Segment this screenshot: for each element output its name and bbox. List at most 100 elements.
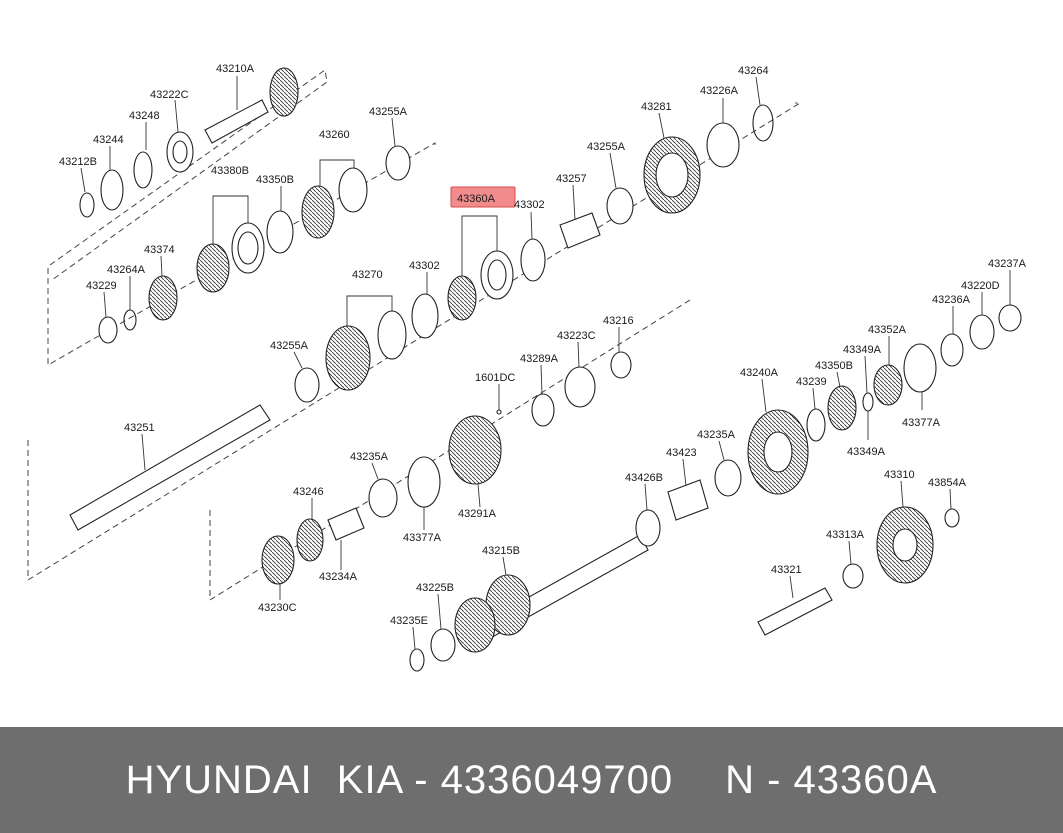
part-label: 43246 — [293, 486, 324, 498]
reference-number: N - 43360A — [725, 757, 938, 802]
pin-1601DC — [496, 409, 502, 415]
ring-43244 — [100, 169, 124, 211]
leader-43257 — [572, 184, 576, 221]
leader-43222C — [174, 99, 179, 133]
leader-43240A — [761, 378, 767, 413]
leader-lines — [80, 76, 1011, 650]
gear-43374 — [148, 275, 178, 321]
gear-43260-a — [301, 185, 335, 239]
counter-group — [261, 351, 632, 585]
gear-43291A — [448, 415, 502, 485]
bearing-43255A-top — [385, 145, 411, 181]
part-label: 43222C — [150, 89, 189, 101]
input-shaft-43210A — [204, 99, 269, 144]
leader-43302-b — [530, 211, 533, 240]
gear-43246 — [296, 518, 324, 562]
part-label: 43377A — [902, 417, 941, 429]
snap-ring-43264 — [752, 104, 774, 142]
part-label: 43239 — [796, 376, 827, 388]
gear-43281-hub — [655, 152, 689, 198]
counter-shaft-group — [409, 304, 1022, 672]
leader-43235A-low — [371, 462, 379, 480]
gear-43215B-b — [454, 597, 496, 653]
leader-43239 — [812, 387, 816, 410]
part-label: 43291A — [458, 508, 497, 520]
leader-43215B — [502, 556, 507, 576]
part-label: 43350B — [815, 360, 853, 372]
part-label: 43235A — [697, 429, 736, 441]
sleeve-43377A-right — [903, 343, 937, 393]
reverse-idler-group — [757, 506, 960, 636]
bearing-43220D — [969, 314, 995, 350]
part-label: 43223C — [557, 330, 596, 342]
bearing-43255A-main — [294, 367, 320, 403]
leader-43350B-right — [836, 371, 841, 388]
outline-lower — [209, 299, 691, 601]
ring-43854A — [944, 508, 960, 528]
gear-43270-b — [377, 310, 407, 360]
part-label: 43210A — [216, 63, 255, 75]
ring-43235E — [409, 648, 425, 672]
part-label: 43281 — [641, 101, 672, 113]
leader-43313A — [848, 540, 852, 565]
part-label: 1601DC — [475, 372, 515, 384]
part-number-banner: HYUNDAI KIA - 4336049700 N - 43360A — [0, 727, 1063, 833]
bearing-43222C-inner — [172, 140, 188, 164]
part-label: 43350B — [256, 174, 294, 186]
exploded-parts-diagram: 43210A 43222C 43248 43244 43212B 43380B … — [27, 63, 1027, 672]
sleeve-43360A-inner — [487, 259, 507, 291]
leader-43423 — [682, 458, 687, 487]
bearing-43426B — [635, 509, 661, 547]
part-label: 43349A — [843, 344, 882, 356]
leader-43281 — [658, 112, 665, 139]
part-label: 43248 — [129, 110, 160, 122]
part-label: 43260 — [319, 129, 350, 141]
bearing-43229 — [98, 316, 118, 344]
part-label: 43255A — [270, 340, 309, 352]
part-label: 43349A — [847, 446, 886, 458]
ring-43239 — [806, 408, 826, 442]
bearing-43223C — [564, 366, 596, 408]
part-label: 43423 — [666, 447, 697, 459]
leader-43854A — [949, 488, 952, 510]
part-label: 43264A — [107, 264, 146, 276]
part-label: 43270 — [352, 269, 383, 281]
main-shaft-43251 — [69, 404, 271, 531]
input-shaft-group — [79, 67, 299, 218]
ring-43237A — [998, 304, 1022, 332]
collar-43234A — [327, 507, 365, 541]
gear-43240A-hub — [763, 431, 793, 473]
leader-43360A — [461, 215, 498, 276]
part-label: 43289A — [520, 353, 559, 365]
part-label: 43257 — [556, 173, 587, 185]
part-label: 43212B — [59, 156, 97, 168]
part-label: 43220D — [961, 280, 1000, 292]
gear-43230C — [261, 535, 295, 585]
leader-43235E — [412, 626, 416, 650]
part-label: 43255A — [369, 106, 408, 118]
leader-43235A-right — [718, 440, 725, 461]
collar-43423 — [667, 479, 709, 521]
ring-43289A — [531, 393, 555, 427]
outline-upper-left — [49, 69, 328, 281]
sleeve-43377A — [407, 456, 441, 508]
part-label: 43225B — [416, 582, 454, 594]
part-label: 43237A — [988, 258, 1027, 270]
leader-43349A-top — [864, 355, 868, 394]
part-label: 43234A — [319, 571, 358, 583]
gear-43260-b — [338, 167, 368, 213]
part-label: 43377A — [403, 532, 442, 544]
part-label: 43321 — [771, 564, 802, 576]
leader-43291A — [477, 483, 481, 508]
part-label: 43426B — [625, 472, 663, 484]
hub-43352A — [873, 364, 903, 406]
part-label: 43380B — [211, 165, 249, 177]
part-label-highlighted: 43360A — [457, 193, 496, 205]
part-labels: 43210A 43222C 43248 43244 43212B 43380B … — [59, 63, 1027, 627]
leader-43270 — [346, 295, 393, 326]
collar-43257 — [559, 212, 601, 249]
part-label: 43854A — [928, 477, 967, 489]
gear-43270-a — [325, 325, 371, 391]
leader-43225B — [437, 593, 442, 630]
part-label: 43264 — [738, 65, 769, 77]
